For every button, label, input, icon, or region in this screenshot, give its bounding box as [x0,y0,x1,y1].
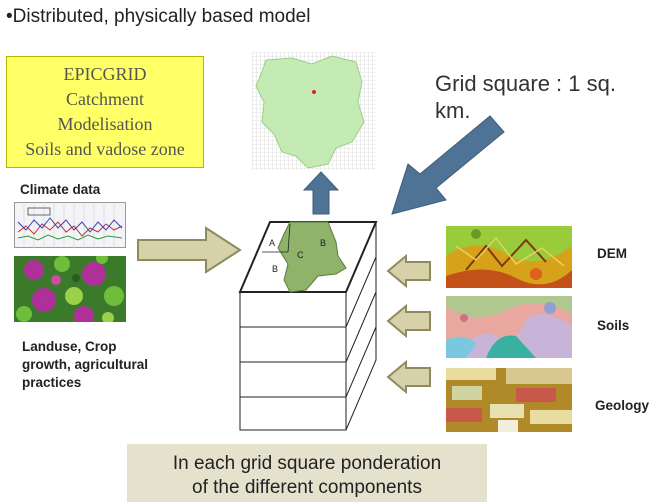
grid-square-marker [312,90,316,94]
epicgrid-box: EPICGRID Catchment Modelisation Soils an… [6,56,204,168]
slide-title: •Distributed, physically based model [6,6,311,27]
dem-label: DEM [597,246,627,261]
landuse-map-thumbnail [14,256,126,322]
grid-cell-b: B [272,264,279,274]
climate-chart-thumbnail [14,202,126,248]
grid-square-label: Grid square : 1 sq. km. [435,71,616,123]
grid-cell-b: B [320,238,327,248]
caption-line: In each grid square ponderation [172,453,442,474]
grid-cell-c: C [297,250,304,260]
grid-cell-c-area [277,221,347,293]
caption-line: of the different components [192,477,422,498]
epicgrid-line: Soils and vadose zone [25,139,185,159]
grid-cell-a: A [269,238,276,248]
epicgrid-line: EPICGRID [63,64,147,84]
catchment-map [252,52,376,170]
olive-left-arrow [386,360,431,394]
geology-label: Geology [595,398,650,413]
soils-label: Soils [597,318,630,333]
caption-box: In each grid square ponderation of the d… [127,444,487,502]
climate-data-label: Climate data [20,182,101,197]
catchment-shape [255,55,365,169]
stack-front-face [239,291,347,431]
landuse-label: Landuse, Crop growth, agricultural pract… [22,339,149,390]
blue-up-arrow [302,171,340,215]
epicgrid-line: Catchment [66,89,144,109]
geology-map-thumbnail [446,368,572,432]
grid-square-stack [238,221,378,431]
olive-right-arrow [137,226,242,274]
dem-map-thumbnail [446,226,572,288]
epicgrid-line: Modelisation [57,114,153,134]
olive-left-arrow [386,304,431,338]
olive-left-arrow [386,254,431,288]
blue-diagonal-arrow [391,115,505,215]
soils-map-thumbnail [446,296,572,358]
